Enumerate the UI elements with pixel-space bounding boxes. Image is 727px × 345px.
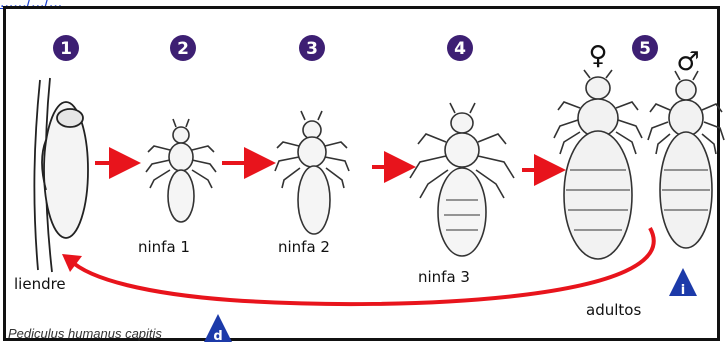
logo-triangle-d: d	[204, 314, 232, 344]
egg-label: liendre	[14, 275, 66, 293]
nymph-2-illustration	[275, 111, 349, 234]
stage-label-nymph-1: ninfa 1	[138, 238, 190, 256]
stage-badge-1: 1	[53, 35, 79, 61]
stage-label-nymph-3: ninfa 3	[418, 268, 470, 286]
adult-male-illustration	[648, 71, 724, 248]
stage-label-nymph-2: ninfa 2	[278, 238, 330, 256]
nymph-1-illustration	[146, 119, 216, 222]
svg-text:d: d	[213, 329, 222, 344]
stage-label-adults: adultos	[586, 301, 641, 319]
stage-badge-3: 3	[299, 35, 325, 61]
stage-number-5: 5	[639, 39, 651, 59]
female-symbol: ♀	[588, 41, 607, 71]
adult-female-illustration	[554, 70, 642, 259]
stage-number-3: 3	[306, 39, 318, 59]
nymph-3-illustration	[410, 103, 514, 256]
stage-badge-4: 4	[447, 35, 473, 61]
logo-triangle-i: i	[669, 268, 697, 298]
stage-badge-5: 5	[632, 35, 658, 61]
male-symbol: ♂	[676, 47, 699, 77]
stage-number-2: 2	[177, 39, 189, 59]
svg-text:i: i	[681, 283, 685, 298]
stage-number-4: 4	[454, 39, 466, 59]
nit-on-hair-illustration	[34, 78, 88, 272]
stage-number-1: 1	[60, 39, 72, 59]
stage-badge-2: 2	[170, 35, 196, 61]
species-caption: Pediculus humanus capitis	[8, 326, 162, 341]
